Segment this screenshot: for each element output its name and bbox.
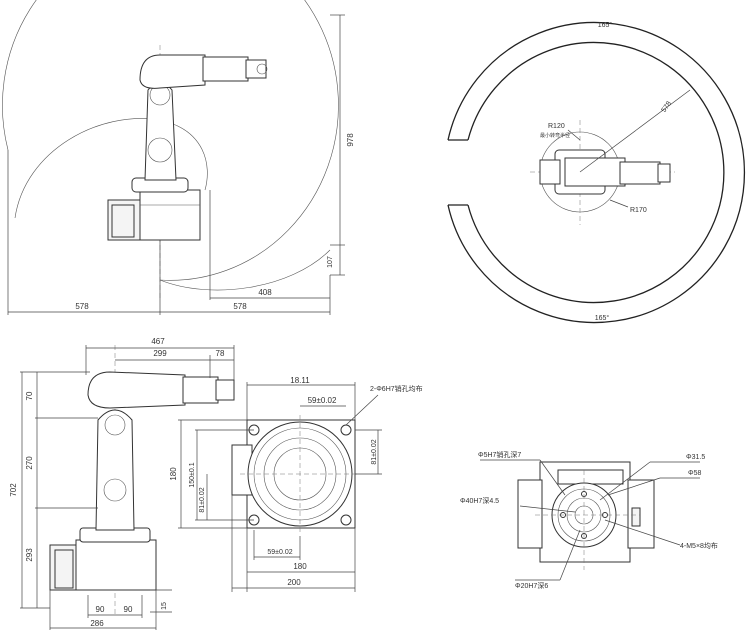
dim-right-81: 81±0.02 (371, 439, 378, 464)
base-plate-view: 18.11 59±0.02 2-Φ6H7销孔均布 81±0.02 180 150… (169, 376, 423, 592)
base-connector-inner (111, 204, 135, 238)
dim-width-180: 180 (293, 562, 307, 571)
dim-r120-note: 最小转弯半径 (540, 132, 570, 139)
callout-dia-58: Φ58 (688, 470, 701, 477)
front-wrist (215, 379, 235, 401)
dim-r170: R170 (630, 207, 647, 214)
upper-arm (139, 54, 206, 89)
dim-reach-right-578: 578 (233, 302, 247, 311)
dim-r120: R120 (548, 123, 565, 130)
forearm (202, 56, 249, 82)
top-forearm (619, 161, 661, 185)
dim-height-270: 270 (25, 456, 34, 470)
top-workspace-inner (467, 41, 725, 304)
dim-left-81: 81±0.02 (199, 487, 206, 512)
dim-base-107: 107 (327, 256, 334, 268)
front-view: 467 299 78 702 70 270 293 90 90 286 15 (9, 337, 235, 630)
dim-width-299: 299 (153, 349, 167, 358)
dim-radius-578: 578 (661, 100, 673, 114)
dim-height-978: 978 (346, 133, 355, 147)
top-wrist (657, 163, 671, 183)
dim-top-18-11: 18.11 (290, 376, 310, 385)
plate-hole-tr (340, 424, 352, 436)
dim-height-180: 180 (169, 467, 178, 481)
dim-width-78: 78 (216, 349, 225, 358)
flange-side-left (517, 479, 543, 549)
plate-hole-br (340, 514, 352, 526)
top-arm (564, 157, 626, 187)
flange-view: Φ5H7销孔深7 Φ31.5 Φ58 Φ40H7深4.5 4-M5×8均布 Φ2… (460, 450, 718, 590)
dim-base-15: 15 (161, 602, 168, 610)
side-view: 978 107 408 578 578 (2, 0, 355, 315)
callout-pin-hole: Φ5H7销孔深7 (478, 450, 521, 459)
plate-callout: 2-Φ6H7销孔均布 (370, 384, 423, 393)
wrist (245, 59, 267, 79)
dim-bottom-59: 59±0.02 (267, 549, 292, 556)
front-forearm (182, 376, 219, 404)
dim-left-150: 150±0.1 (189, 462, 196, 487)
dim-height-702: 702 (9, 483, 18, 497)
flange-top-block (557, 469, 624, 485)
workspace-outer-arc (2, 0, 339, 281)
front-upper-arm (87, 371, 186, 409)
top-connector (539, 159, 561, 185)
callout-threads: 4-M5×8均布 (680, 541, 718, 550)
dim-reach-408: 408 (258, 288, 272, 297)
dim-base-286: 286 (90, 619, 104, 628)
callout-dia-20: Φ20H7深6 (515, 581, 548, 590)
dim-reach-left-578: 578 (75, 302, 89, 311)
base-housing (139, 189, 201, 241)
lower-arm (144, 82, 177, 181)
workspace-lower-arc (159, 249, 331, 291)
dim-width-467: 467 (151, 337, 165, 346)
dim-angle-top: 165° (598, 21, 613, 29)
dim-base-90-right: 90 (124, 605, 133, 614)
dim-base-90-left: 90 (96, 605, 105, 614)
front-lower-arm (95, 409, 135, 531)
callout-dia-40: Φ40H7深4.5 (460, 496, 499, 505)
dim-height-293: 293 (25, 548, 34, 562)
dim-top-59: 59±0.02 (308, 396, 337, 405)
front-base (75, 539, 157, 591)
dim-angle-bottom: 165° (595, 314, 610, 322)
dim-width-200: 200 (287, 578, 301, 587)
top-workspace-outer (447, 21, 746, 324)
callout-dia-31-5: Φ31.5 (686, 454, 705, 461)
dim-height-70: 70 (25, 391, 34, 400)
top-view: 578 165° 165° R120 最小转弯半径 R170 (447, 21, 746, 324)
